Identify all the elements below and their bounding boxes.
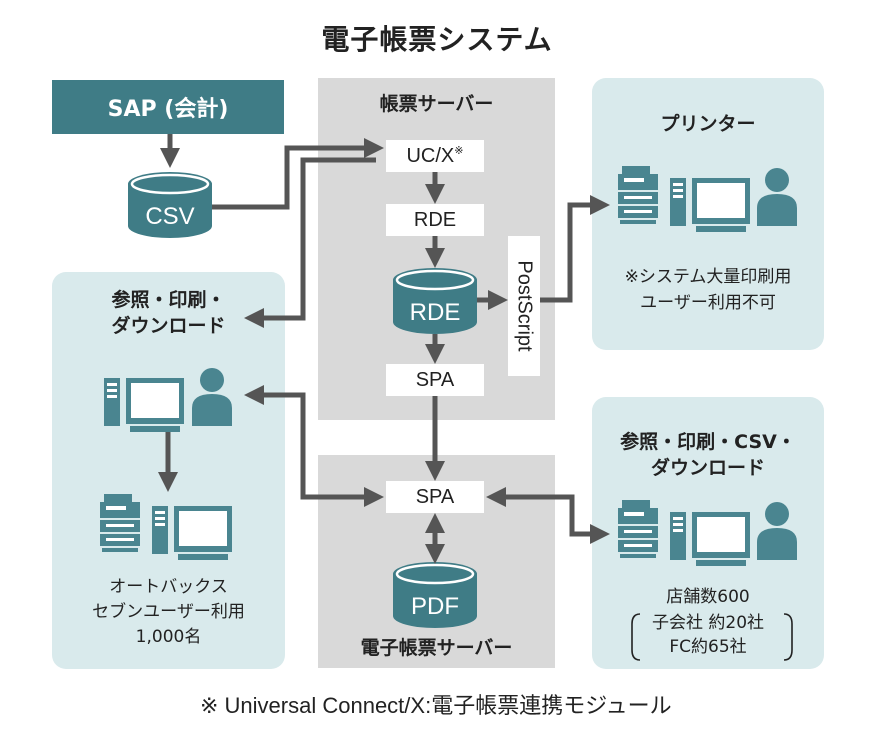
- arrow-csv-to-ucx: [212, 138, 384, 210]
- printer-icon: [618, 500, 658, 558]
- left-users-line3: 1,000名: [135, 627, 202, 647]
- left-panel-title-line2: ダウンロード: [111, 315, 226, 337]
- arrow-postscript-to-printer: [540, 195, 610, 303]
- postscript-label-box: PostScript: [508, 236, 540, 376]
- user-icon: [757, 502, 797, 560]
- monitor-icon: [692, 178, 750, 232]
- right-stores-line2: 子会社 約20社: [651, 613, 765, 633]
- ledger-server-title: 帳票サーバー: [379, 93, 494, 115]
- spa-box-ledger: SPA: [386, 364, 484, 396]
- electronic-ledger-server-title: 電子帳票サーバー: [360, 637, 513, 659]
- csv-database: CSV: [126, 170, 214, 240]
- spa-box-electronic: SPA: [386, 481, 484, 513]
- printer-note-line2: ユーザー利用不可: [640, 293, 776, 313]
- pc-tower-icon: [152, 506, 168, 554]
- right-bracket: [783, 613, 793, 661]
- arrow-spa-right-panel: [486, 487, 610, 544]
- ucx-box: UC/X※: [386, 140, 484, 172]
- right-panel-devices: [618, 500, 797, 566]
- arrow-ucx-to-left-panel: [244, 157, 376, 328]
- right-panel-title-line1: 参照・印刷・CSV・: [620, 431, 796, 453]
- left-users-line2: セブンユーザー利用: [92, 602, 245, 622]
- diagram-title: 電子帳票システム: [321, 23, 553, 56]
- printer-panel-title: プリンター: [660, 113, 756, 135]
- left-users-line1: オートバックス: [109, 577, 228, 597]
- printer-note-line1: ※システム大量印刷用: [624, 267, 792, 287]
- printer-icon: [618, 166, 658, 224]
- left-bracket: [631, 613, 641, 661]
- pc-tower-icon: [104, 378, 120, 426]
- rde-database-label: RDE: [410, 299, 461, 326]
- right-stores-line3: FC約65社: [669, 637, 747, 657]
- printer-icon: [100, 494, 140, 552]
- user-icon: [192, 368, 232, 426]
- csv-database-label: CSV: [145, 203, 194, 230]
- ucx-label: UC/X: [406, 144, 455, 167]
- user-icon: [757, 168, 797, 226]
- footnote: ※ Universal Connect/X:電子帳票連携モジュール: [200, 693, 672, 718]
- right-stores-line1: 店舗数600: [666, 587, 750, 607]
- monitor-icon: [692, 512, 750, 566]
- rde-database: RDE: [391, 266, 479, 336]
- pc-tower-icon: [670, 512, 686, 560]
- ucx-footnote-mark: ※: [454, 145, 464, 157]
- pdf-database: PDF: [391, 560, 479, 630]
- rde-box: RDE: [386, 204, 484, 236]
- right-panel-title-line2: ダウンロード: [650, 457, 765, 479]
- pc-tower-icon: [670, 178, 686, 226]
- arrow-spa-left-panel: [244, 385, 384, 507]
- sap-accounting-box: SAP (会計): [52, 80, 284, 134]
- printer-panel-devices: [618, 166, 797, 232]
- left-panel-title-line1: 参照・印刷・: [111, 289, 226, 311]
- monitor-icon: [126, 378, 184, 432]
- monitor-icon: [174, 506, 232, 560]
- pdf-database-label: PDF: [411, 593, 459, 620]
